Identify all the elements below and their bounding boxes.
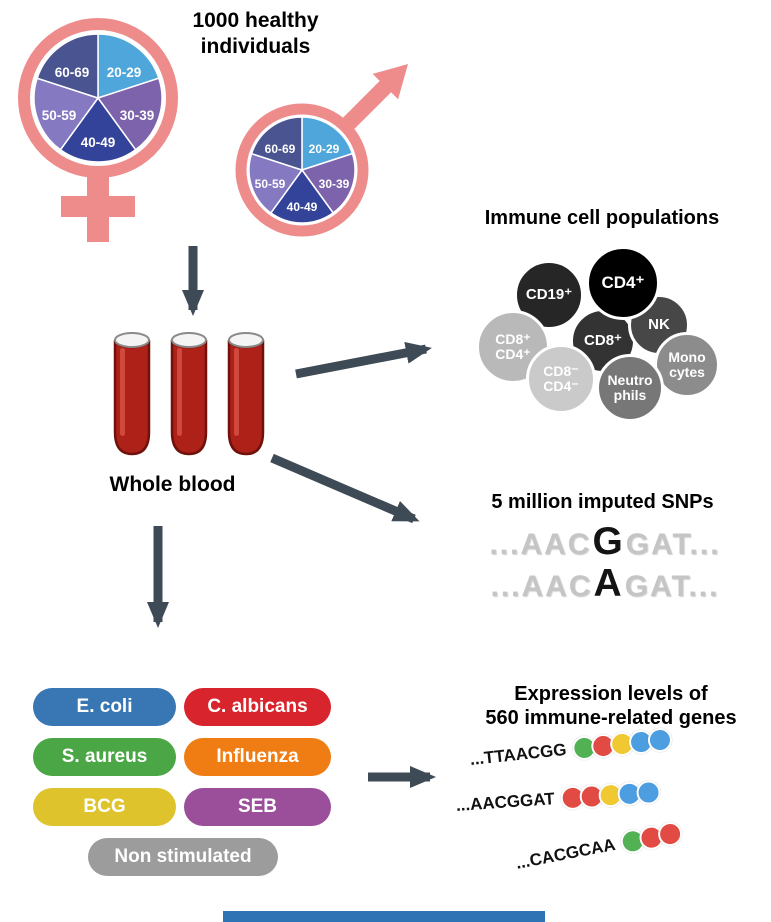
pie-slice-30-39 <box>96 77 163 151</box>
label-whole-blood: Whole blood <box>109 473 236 496</box>
male-age-pie: 20-29 30-39 40-49 50-59 60-69 <box>248 116 356 224</box>
stimulus-seb: SEB <box>184 788 331 826</box>
stimulus-e-coli: E. coli <box>33 688 176 726</box>
tube-opening <box>171 332 207 348</box>
pie-label-20-29: 20-29 <box>309 142 340 156</box>
snp-seq-prefix: ...AAC <box>490 570 593 603</box>
male-arrow-shaft <box>336 78 394 136</box>
tube-opening <box>114 332 150 348</box>
male-arrow-head <box>372 64 408 100</box>
tube-highlight <box>234 348 239 436</box>
pie-label-20-29: 20-29 <box>107 65 142 80</box>
title-immune-cell-populations: Immune cell populations <box>484 207 720 229</box>
expression-row: ...TTAACGG <box>468 726 674 772</box>
cell-monocytes: Mono cytes <box>654 332 720 398</box>
pie-slice-50-59 <box>33 77 100 151</box>
tube-opening <box>228 332 264 348</box>
stimulus-non-stimulated: Non stimulated <box>88 838 278 876</box>
pie-label-60-69: 60-69 <box>55 65 90 80</box>
tube-highlight <box>120 348 125 436</box>
snp-seq-suffix: GAT... <box>624 570 720 603</box>
pie-slice-40-49 <box>269 168 335 224</box>
expression-row: ...AACGGAT <box>455 779 662 818</box>
cell-cd8neg-cd4neg: CD8⁻ CD4⁻ <box>526 344 596 414</box>
snp-variant-allele: A <box>593 562 624 605</box>
female-symbol: 20-29 30-39 40-49 50-59 60-69 <box>18 18 178 242</box>
blood-tube <box>227 332 265 456</box>
pie-label-50-59: 50-59 <box>42 108 77 123</box>
snp-seq-prefix: ...AAC <box>489 528 592 561</box>
male-symbol: 20-29 30-39 40-49 50-59 60-69 <box>235 64 408 237</box>
stimulus-influenza: Influenza <box>184 738 331 776</box>
blood-tube <box>113 332 151 456</box>
pie-label-60-69: 60-69 <box>265 142 296 156</box>
expression-sequence: ...AACGGAT <box>455 789 556 815</box>
expression-sequence: ...CACGCAA <box>514 834 617 873</box>
expression-sequence: ...TTAACGG <box>468 739 568 769</box>
pie-slice-20-29 <box>301 116 354 172</box>
female-cross-horizontal <box>61 196 135 217</box>
pie-slice-20-29 <box>97 33 160 100</box>
pie-slice-40-49 <box>59 96 137 163</box>
title-1000-healthy-individuals: 1000 healthy individuals <box>192 9 319 58</box>
title-imputed-snps: 5 million imputed SNPs <box>491 491 714 513</box>
stimulus-bcg: BCG <box>33 788 176 826</box>
pie-slice-50-59 <box>248 152 304 214</box>
tube-highlight <box>177 348 182 436</box>
arrow-blood-to-snps <box>270 453 420 524</box>
title-expression-levels: Expression levels of 560 immune-related … <box>485 683 737 730</box>
arrow-blood-to-cells <box>295 341 432 379</box>
pie-slice-60-69 <box>250 116 303 172</box>
snp-seq-suffix: GAT... <box>625 528 721 561</box>
cell-cd4: CD4⁺ <box>586 246 660 320</box>
female-age-pie: 20-29 30-39 40-49 50-59 60-69 <box>33 33 163 163</box>
pie-label-40-49: 40-49 <box>81 135 116 150</box>
snp-variant-allele: G <box>592 520 625 563</box>
pie-label-30-39: 30-39 <box>120 108 155 123</box>
pie-label-40-49: 40-49 <box>287 200 318 214</box>
stimulus-s-aureus: S. aureus <box>33 738 176 776</box>
expression-dot <box>635 779 662 806</box>
bottom-blue-bar <box>223 911 545 922</box>
stimulus-c-albicans: C. albicans <box>184 688 331 726</box>
pie-slice-60-69 <box>36 33 99 100</box>
expression-row: ...CACGCAA <box>514 819 685 876</box>
pie-slice-30-39 <box>300 152 356 214</box>
pie-label-30-39: 30-39 <box>319 177 350 191</box>
blood-tube <box>170 332 208 456</box>
pie-label-50-59: 50-59 <box>255 177 286 191</box>
cell-neutrophils: Neutro phils <box>596 354 664 422</box>
blood-tubes <box>113 332 265 456</box>
